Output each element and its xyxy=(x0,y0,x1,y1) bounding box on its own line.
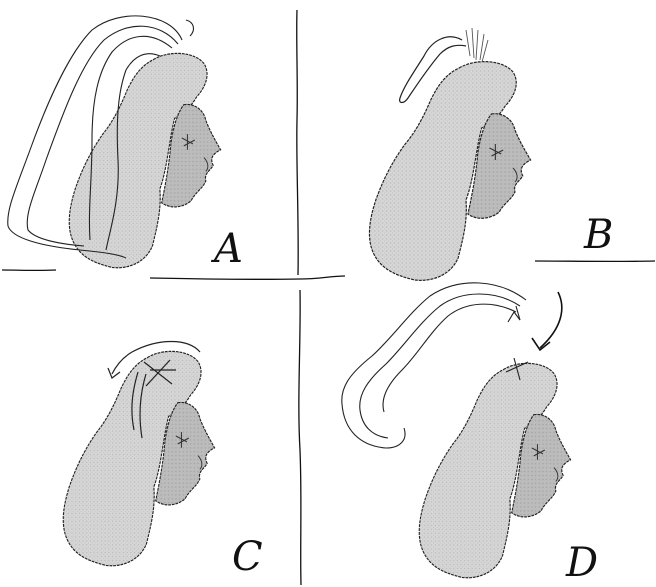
hair-head-icon xyxy=(369,62,530,281)
curved-arrow-icon xyxy=(532,292,562,350)
hair-head-icon xyxy=(63,351,214,565)
panel-label-a: A xyxy=(210,226,243,272)
vertical-divider-top xyxy=(297,10,298,275)
panel-b: B xyxy=(369,28,613,280)
panel-label-d: D xyxy=(565,540,598,586)
panel-label-c: C xyxy=(232,534,263,580)
panel-d: D xyxy=(342,283,598,586)
panel-label-b: B xyxy=(583,212,613,258)
hair-head-icon xyxy=(419,363,570,577)
horizontal-divider-middle xyxy=(150,276,345,279)
panel-c: C xyxy=(63,342,262,581)
vertical-divider-bottom xyxy=(299,290,301,585)
panel-a: A xyxy=(8,16,243,272)
